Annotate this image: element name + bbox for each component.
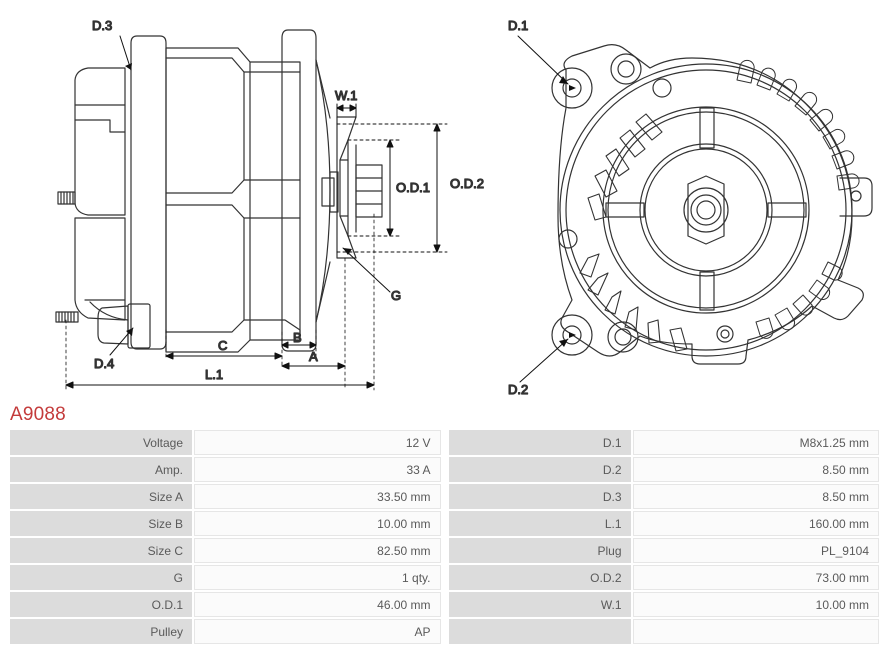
table-row: W.1 10.00 mm bbox=[448, 592, 879, 617]
spec-value: 8.50 mm bbox=[632, 457, 879, 482]
dim-label-l1: L.1 bbox=[205, 367, 223, 382]
dim-label-w1: W.1 bbox=[335, 88, 357, 103]
alternator-front-view-graphic: D.1 D.2 bbox=[507, 17, 873, 398]
table-row: O.D.1 46.00 mm bbox=[10, 592, 441, 617]
spec-table-right-half: D.1 M8x1.25 mm D.2 8.50 mm D.3 8.50 mm L… bbox=[448, 430, 879, 644]
table-row: O.D.2 73.00 mm bbox=[448, 565, 879, 590]
spec-label: Amp. bbox=[10, 457, 192, 482]
spec-label: W.1 bbox=[448, 592, 631, 617]
table-row: Voltage 12 V bbox=[10, 430, 441, 455]
spec-value: 73.00 mm bbox=[632, 565, 879, 590]
spec-value: AP bbox=[194, 619, 441, 644]
table-row: L.1 160.00 mm bbox=[448, 511, 879, 536]
spec-value: 82.50 mm bbox=[194, 538, 441, 563]
spec-value: 10.00 mm bbox=[632, 592, 879, 617]
spec-label: O.D.1 bbox=[10, 592, 192, 617]
spec-label: D.1 bbox=[448, 430, 631, 455]
spec-value: 33.50 mm bbox=[194, 484, 441, 509]
alternator-side-view-graphic: W.1 O.D.1 bbox=[55, 17, 485, 391]
spec-label: Plug bbox=[448, 538, 631, 563]
technical-drawings: W.1 O.D.1 bbox=[55, 17, 873, 398]
spec-value bbox=[632, 619, 879, 644]
spec-label bbox=[448, 619, 631, 644]
table-row bbox=[448, 619, 879, 644]
spec-value: 1 qty. bbox=[194, 565, 441, 590]
dim-label-d3: D.3 bbox=[92, 18, 112, 33]
spec-value: 33 A bbox=[194, 457, 441, 482]
dim-label-a: A bbox=[309, 349, 318, 364]
spec-label: L.1 bbox=[448, 511, 631, 536]
table-row: D.1 M8x1.25 mm bbox=[448, 430, 879, 455]
spec-label: D.3 bbox=[448, 484, 631, 509]
specification-table: Voltage 12 V Amp. 33 A Size A 33.50 mm S… bbox=[10, 430, 879, 644]
spec-value: PL_9104 bbox=[632, 538, 879, 563]
spec-value: M8x1.25 mm bbox=[632, 430, 879, 455]
part-number-title: A9088 bbox=[10, 404, 66, 425]
spec-value: 46.00 mm bbox=[194, 592, 441, 617]
table-row: Size C 82.50 mm bbox=[10, 538, 441, 563]
table-row: D.2 8.50 mm bbox=[448, 457, 879, 482]
spec-label: D.2 bbox=[448, 457, 631, 482]
table-row: Pulley AP bbox=[10, 619, 441, 644]
table-row: Size A 33.50 mm bbox=[10, 484, 441, 509]
table-row: D.3 8.50 mm bbox=[448, 484, 879, 509]
spec-label: Size C bbox=[10, 538, 192, 563]
dim-label-b: B bbox=[293, 330, 302, 345]
spec-value: 160.00 mm bbox=[632, 511, 879, 536]
dim-label-c: C bbox=[218, 338, 227, 353]
spec-value: 10.00 mm bbox=[194, 511, 441, 536]
dim-label-od1: O.D.1 bbox=[396, 180, 430, 195]
drawings-svg: W.1 O.D.1 bbox=[55, 17, 873, 398]
table-row: Amp. 33 A bbox=[10, 457, 441, 482]
table-row: G 1 qty. bbox=[10, 565, 441, 590]
spec-label: Size A bbox=[10, 484, 192, 509]
spec-label: Pulley bbox=[10, 619, 192, 644]
dim-label-d2: D.2 bbox=[508, 382, 528, 397]
spec-label: Voltage bbox=[10, 430, 192, 455]
spec-table-left-half: Voltage 12 V Amp. 33 A Size A 33.50 mm S… bbox=[10, 430, 441, 644]
spec-value: 8.50 mm bbox=[632, 484, 879, 509]
spec-label: O.D.2 bbox=[448, 565, 631, 590]
dim-label-d4: D.4 bbox=[94, 356, 114, 371]
spec-label: Size B bbox=[10, 511, 192, 536]
table-row: Plug PL_9104 bbox=[448, 538, 879, 563]
table-row: Size B 10.00 mm bbox=[10, 511, 441, 536]
spec-value: 12 V bbox=[194, 430, 441, 455]
dim-label-d1: D.1 bbox=[508, 18, 528, 33]
dim-label-od2: O.D.2 bbox=[450, 176, 484, 191]
spec-label: G bbox=[10, 565, 192, 590]
dim-label-g: G bbox=[391, 288, 401, 303]
